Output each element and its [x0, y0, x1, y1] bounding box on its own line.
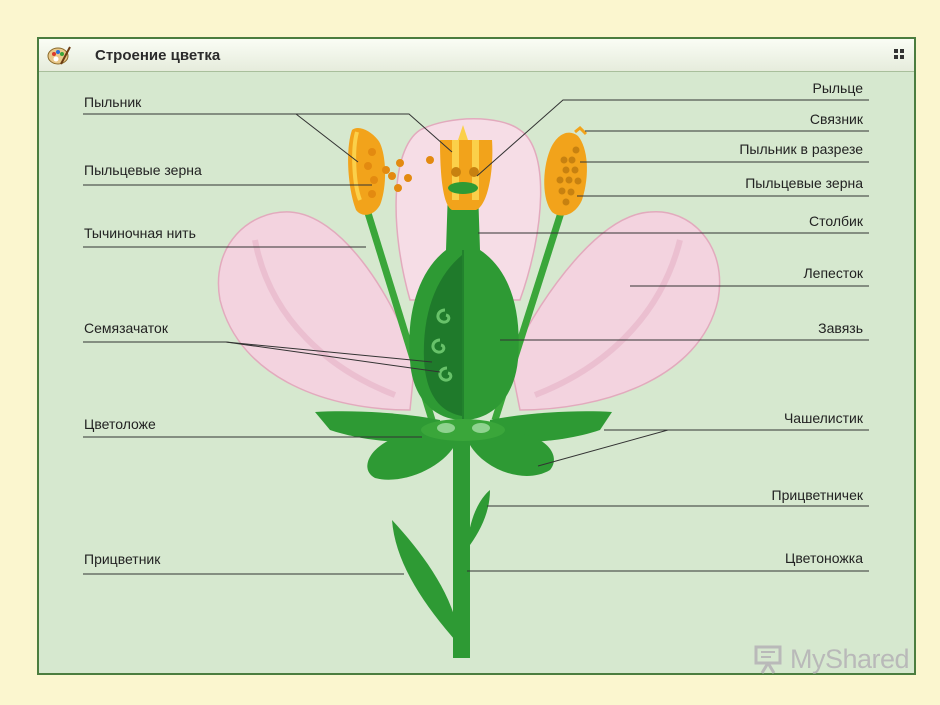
- label-petal: Лепесток: [803, 265, 863, 281]
- petal-right: [509, 211, 721, 411]
- pollen-grains-left: [364, 148, 434, 198]
- sepal-lower-left: [367, 434, 455, 480]
- grip-icon[interactable]: [894, 49, 906, 61]
- ovary-cut: [423, 255, 462, 416]
- bracteole-shape: [468, 490, 490, 545]
- label-pedicel: Цветоножка: [785, 550, 863, 566]
- label-anther-section: Пыльник в разрезе: [739, 141, 863, 157]
- receptacle-shape: [421, 419, 505, 441]
- label-connective: Связник: [809, 111, 863, 127]
- label-stigma: Рыльце: [812, 80, 863, 96]
- watermark: MyShared: [752, 640, 910, 678]
- label-anther: Пыльник: [84, 94, 142, 110]
- bract-shape: [392, 520, 458, 640]
- palette-icon: [47, 46, 71, 65]
- stigma-shape: [448, 182, 478, 194]
- leader-lines: [83, 99, 869, 575]
- presentation-icon: [754, 645, 782, 674]
- label-ovule: Семязачаток: [84, 320, 168, 336]
- pedicel-shape: [453, 440, 470, 658]
- label-ovary: Завязь: [818, 320, 863, 336]
- sepal-left: [315, 411, 440, 442]
- ovules: [431, 308, 453, 382]
- label-bract: Прицветник: [84, 551, 161, 567]
- label-bracteole: Прицветничек: [771, 487, 863, 503]
- label-pollen-grains-right: Пыльцевые зерна: [745, 175, 863, 191]
- title-bar: Строение цветка: [39, 39, 914, 72]
- label-receptacle: Цветоложе: [84, 416, 156, 432]
- window-title: Строение цветка: [95, 47, 221, 64]
- watermark-text: MyShared: [790, 643, 910, 674]
- label-filament: Тычиночная нить: [84, 225, 196, 241]
- label-sepal: Чашелистик: [783, 410, 863, 426]
- anther-center: [440, 140, 493, 210]
- sepal-lower-right: [470, 432, 554, 476]
- petal-left: [217, 211, 416, 411]
- label-pollen-grains-left: Пыльцевые зерна: [84, 162, 202, 178]
- label-style: Столбик: [809, 213, 863, 229]
- pollen-grains-right: [556, 146, 582, 206]
